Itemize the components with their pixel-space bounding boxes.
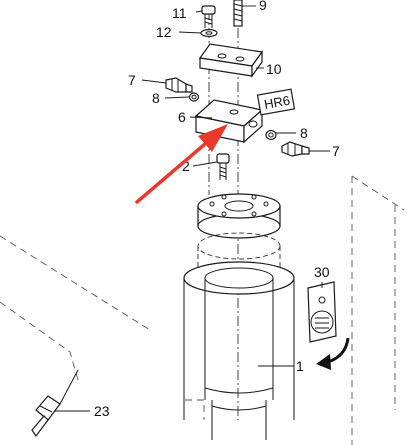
part-1-cylinder <box>183 232 295 440</box>
callout-6: 6 <box>178 109 186 125</box>
part-12-washer <box>200 28 218 38</box>
callout-11: 11 <box>172 5 187 21</box>
background-frame <box>0 175 405 445</box>
part-10-bracket <box>198 43 264 78</box>
callout-10: 10 <box>266 61 282 77</box>
callout-9: 9 <box>259 0 267 13</box>
callouts: 9 11 12 10 7 8 6 8 7 2 30 1 23 <box>94 0 340 419</box>
callout-23: 23 <box>94 403 110 419</box>
callout-1: 1 <box>296 358 304 374</box>
callout-30: 30 <box>314 264 330 280</box>
part-8-left-o-ring <box>188 92 200 102</box>
callout-7-right: 7 <box>332 143 340 159</box>
callout-8-right: 8 <box>300 125 308 141</box>
part-7-top-fitting <box>165 77 193 93</box>
part-9-threaded-rod <box>233 0 243 27</box>
part-8-right-o-ring <box>265 129 277 141</box>
part-2-bolt <box>216 153 230 180</box>
callout-2: 2 <box>182 158 190 174</box>
rotation-arrow-icon <box>316 337 350 370</box>
leader-lines <box>54 5 330 412</box>
part-23-fitting <box>31 369 79 438</box>
cylinder-flange <box>197 193 281 239</box>
part-30-label-tag <box>307 281 337 343</box>
part-7-right-fitting <box>281 141 310 157</box>
callout-7-top: 7 <box>128 72 136 88</box>
callout-8-left: 8 <box>152 90 160 106</box>
red-pointer-arrow-icon <box>135 124 228 204</box>
callout-12: 12 <box>156 24 172 40</box>
hr6-label-box: HR6 <box>256 88 296 116</box>
part-11-screw <box>201 5 216 28</box>
hr6-label-text: HR6 <box>263 93 291 112</box>
